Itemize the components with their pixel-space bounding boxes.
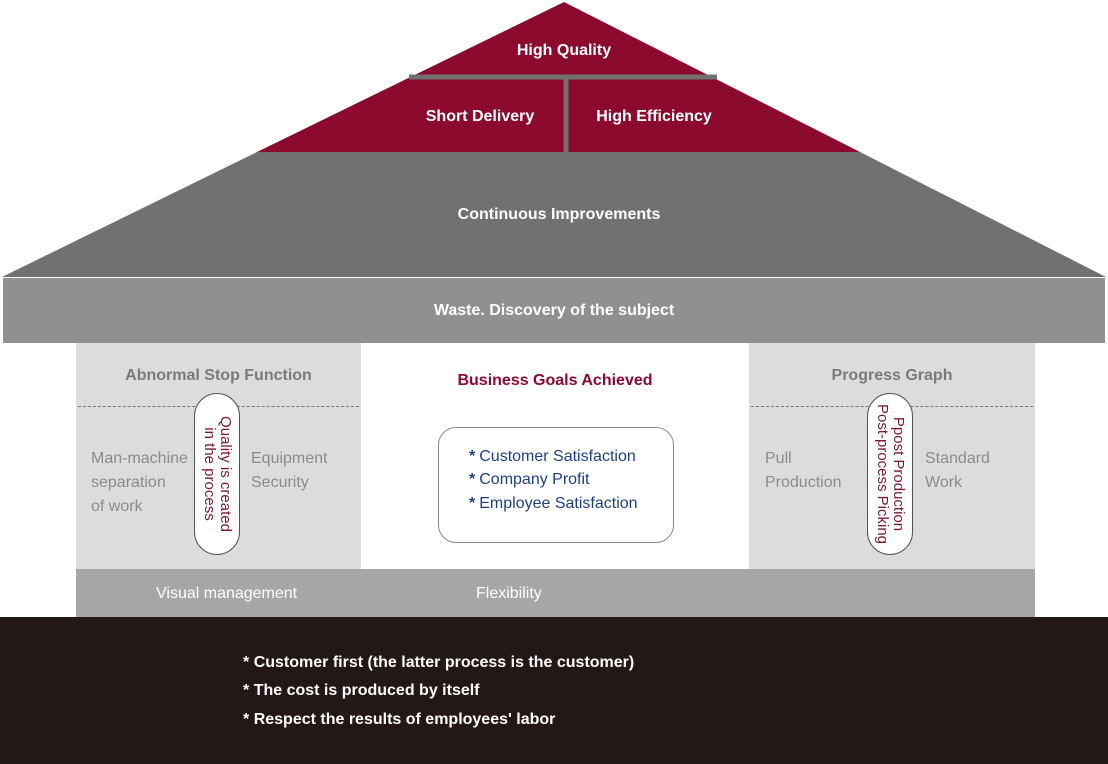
- roof-high-efficiency: High Efficiency: [596, 108, 712, 125]
- left-pillar-title: Abnormal Stop Function: [125, 367, 312, 384]
- foundation-text: Respect the results of employees' labor: [253, 711, 556, 728]
- quality-capsule-line: in the process: [201, 427, 218, 521]
- business-goals-title: Business Goals Achieved: [457, 372, 653, 389]
- roof-continuous-improvements: Continuous Improvements: [457, 206, 661, 223]
- foundation-item: * Customer first (the latter process is …: [243, 654, 634, 672]
- ppost-capsule-text: Ppost Production Post-process Picking: [874, 403, 907, 545]
- quality-capsule-line: Quality is created: [217, 416, 234, 532]
- foundation-text: Customer first (the latter process is th…: [253, 654, 635, 671]
- goal-bullet: *: [469, 471, 476, 488]
- base-band: Visual management Flexibility: [76, 569, 1035, 617]
- roof-gray-section: [2, 152, 1106, 277]
- goal-bullet: *: [469, 448, 476, 465]
- waste-band: Waste. Discovery of the subject: [3, 278, 1105, 343]
- base-flexibility: Flexibility: [476, 585, 542, 602]
- goal-text: Customer Satisfaction: [479, 448, 636, 465]
- left-pillar-left-line: separation: [91, 474, 166, 491]
- right-pillar-title: Progress Graph: [831, 367, 953, 384]
- foundation: * Customer first (the latter process is …: [0, 617, 1108, 764]
- left-pillar-left-text: Man-machine separation of work: [91, 447, 188, 519]
- foundation-text: The cost is produced by itself: [253, 682, 480, 699]
- ppost-capsule-line: Post-process Picking: [874, 403, 891, 545]
- business-goals-box: *Customer Satisfaction *Company Profit *…: [438, 427, 674, 543]
- right-pillar-left-text: Pull Production: [765, 447, 842, 495]
- foundation-bullet: *: [243, 654, 250, 671]
- right-pillar-left-line: Pull: [765, 450, 792, 467]
- goal-item: *Customer Satisfaction: [469, 448, 636, 466]
- right-pillar-left-line: Production: [765, 474, 842, 491]
- foundation-item: * The cost is produced by itself: [243, 682, 480, 700]
- base-visual-management: Visual management: [156, 585, 298, 602]
- quality-capsule: Quality is created in the process: [194, 393, 240, 555]
- right-pillar-right-line: Standard: [925, 450, 990, 467]
- roof-high-quality: High Quality: [516, 42, 612, 59]
- goal-text: Company Profit: [479, 471, 590, 488]
- foundation-bullet: *: [243, 682, 250, 699]
- right-pillar-right-line: Work: [925, 474, 963, 491]
- roof: [2, 2, 1106, 277]
- foundation-item: * Respect the results of employees' labo…: [243, 711, 555, 729]
- left-pillar-right-text: Equipment Security: [251, 447, 328, 495]
- left-pillar-left-line: Man-machine: [91, 450, 188, 467]
- ppost-capsule-line: Ppost Production: [890, 416, 907, 532]
- goal-bullet: *: [469, 495, 476, 512]
- goal-item: *Company Profit: [469, 471, 590, 489]
- left-pillar-right-line: Equipment: [251, 450, 328, 467]
- goal-text: Employee Satisfaction: [479, 495, 638, 512]
- left-pillar-left-line: of work: [91, 498, 143, 515]
- left-pillar-right-line: Security: [251, 474, 309, 491]
- goal-item: *Employee Satisfaction: [469, 495, 638, 513]
- quality-capsule-text: Quality is created in the process: [201, 416, 234, 532]
- waste-band-label: Waste. Discovery of the subject: [433, 301, 675, 319]
- foundation-bullet: *: [243, 711, 250, 728]
- roof-short-delivery: Short Delivery: [425, 108, 535, 125]
- right-pillar-right-text: Standard Work: [925, 447, 990, 495]
- ppost-capsule: Ppost Production Post-process Picking: [867, 393, 913, 555]
